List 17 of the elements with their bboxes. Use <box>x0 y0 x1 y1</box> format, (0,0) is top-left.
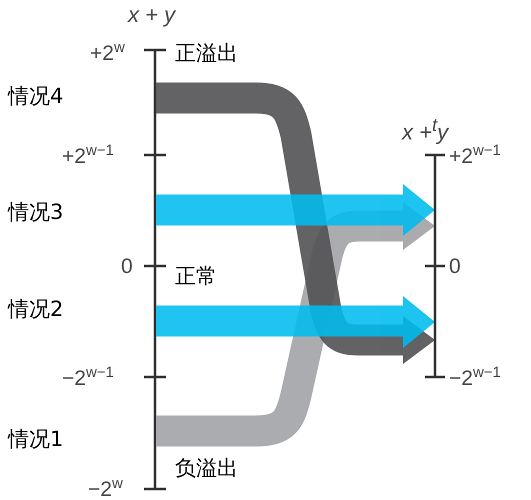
case-label: 情况1 <box>8 429 64 450</box>
case-label: 情况4 <box>8 86 64 107</box>
tick-label: +2$^{w−1}$ <box>62 143 114 167</box>
tick-label: +2$^{w−1}$ <box>449 143 501 167</box>
region-label: 正溢出 <box>175 43 238 64</box>
axis-title: x +$^{t}$y <box>402 116 448 144</box>
case-label: 情况2 <box>8 299 64 320</box>
axis-title: x + y <box>128 4 176 26</box>
tick-label: 0 <box>449 256 461 277</box>
case-label: 情况3 <box>8 202 64 223</box>
tick-label: +2$^{w}$ <box>90 40 125 64</box>
tick-label: −2$^{w−1}$ <box>62 365 114 389</box>
region-label: 正常 <box>175 266 217 287</box>
region-label: 负溢出 <box>175 458 238 479</box>
tick-label: −2$^{w}$ <box>88 476 123 500</box>
tick-label: −2$^{w−1}$ <box>449 365 501 389</box>
tick-label: 0 <box>121 256 133 277</box>
